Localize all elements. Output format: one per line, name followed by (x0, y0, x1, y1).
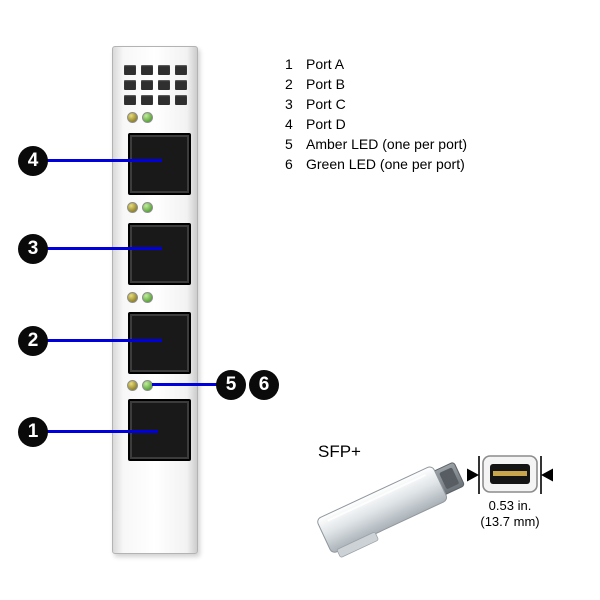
sfp-end-view (467, 455, 553, 494)
port-b-amber-led (127, 292, 138, 303)
vent-grid (124, 65, 187, 105)
legend-item-label: Port B (306, 76, 345, 92)
legend-item: 5 Amber LED (one per port) (285, 134, 467, 154)
legend-item: 3 Port C (285, 94, 467, 114)
callout-line-leds (152, 383, 218, 386)
vent-hole (175, 95, 187, 105)
legend: 1 Port A 2 Port B 3 Port C 4 Port D 5 Am… (285, 54, 467, 174)
legend-item: 1 Port A (285, 54, 467, 74)
legend-item-number: 4 (285, 116, 293, 132)
dimension-mm: (13.7 mm) (480, 514, 540, 529)
vent-hole (124, 65, 136, 75)
vent-hole (158, 65, 170, 75)
legend-item-number: 3 (285, 96, 293, 112)
legend-item-label: Amber LED (one per port) (306, 136, 468, 152)
port-c-green-led (142, 202, 153, 213)
module-faceplate (112, 46, 198, 554)
callout-amber-led: 5 (216, 370, 246, 400)
callout-green-led: 6 (249, 370, 279, 400)
callout-line-port-c (46, 247, 162, 250)
port-c (128, 223, 191, 285)
legend-item-number: 6 (285, 156, 293, 172)
vent-hole (124, 95, 136, 105)
port-a-amber-led (127, 380, 138, 391)
callout-port-a: 1 (18, 417, 48, 447)
vent-hole (158, 95, 170, 105)
legend-item-label: Port C (306, 96, 346, 112)
callout-port-d: 4 (18, 146, 48, 176)
vent-hole (175, 65, 187, 75)
port-d-green-led (142, 112, 153, 123)
port-d-amber-led (127, 112, 138, 123)
callout-line-port-b (46, 339, 162, 342)
legend-item-number: 1 (285, 56, 293, 72)
sfp-module-illustration (317, 462, 465, 558)
legend-item: 4 Port D (285, 114, 467, 134)
callout-port-c: 3 (18, 234, 48, 264)
legend-item: 2 Port B (285, 74, 467, 94)
vent-hole (141, 65, 153, 75)
callout-line-port-d (46, 159, 162, 162)
callout-line-port-a (46, 430, 158, 433)
port-b (128, 312, 191, 374)
legend-item-label: Port A (306, 56, 345, 72)
vent-hole (141, 95, 153, 105)
sfp-label: SFP+ (318, 442, 361, 461)
callout-port-b: 2 (18, 326, 48, 356)
sfp-dimension: 0.53 in. (13.7 mm) (468, 498, 552, 530)
port-b-green-led (142, 292, 153, 303)
legend-item-number: 5 (285, 136, 293, 152)
legend-item-label: Port D (306, 116, 346, 132)
dimension-inches: 0.53 in. (488, 498, 532, 513)
legend-item: 6 Green LED (one per port) (285, 154, 467, 174)
port-c-amber-led (127, 202, 138, 213)
legend-item-label: Green LED (one per port) (306, 156, 465, 172)
vent-hole (124, 80, 136, 90)
port-d (128, 133, 191, 195)
legend-item-number: 2 (285, 76, 293, 92)
vent-hole (175, 80, 187, 90)
vent-hole (141, 80, 153, 90)
vent-hole (158, 80, 170, 90)
